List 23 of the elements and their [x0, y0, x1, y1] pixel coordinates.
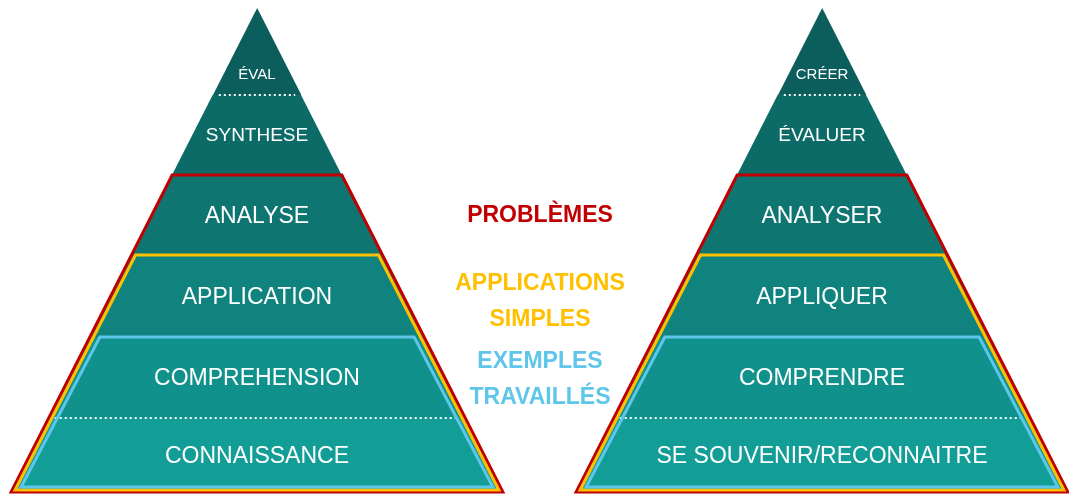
pyramid-layer: [212, 8, 302, 95]
layer-label: SE SOUVENIR/RECONNAITRE: [656, 440, 988, 470]
category-label: PROBLÈMES: [466, 199, 614, 229]
pyramid-layer: [696, 175, 948, 255]
layer-label: SYNTHESE: [205, 122, 309, 147]
layer-label: CONNAISSANCE: [164, 440, 349, 470]
layer-label: APPLICATION: [181, 281, 333, 311]
layer-label: ÉVAL: [238, 63, 276, 84]
layer-label: ÉVALUER: [778, 122, 866, 147]
pyramid-layer: [131, 175, 383, 255]
category-label: APPLICATIONS SIMPLES: [454, 268, 626, 333]
pyramid-layer: [654, 255, 990, 337]
pyramid-layer: [777, 8, 867, 95]
layer-label: APPLIQUER: [756, 281, 888, 311]
pyramid-layer: [737, 95, 907, 175]
layer-label: COMPREHENSION: [154, 363, 360, 393]
layer-label: CRÉER: [795, 63, 849, 84]
layer-label: ANALYSE: [204, 200, 310, 230]
layer-label: COMPRENDRE: [738, 363, 906, 393]
category-label: EXEMPLES TRAVAILLÉS: [468, 346, 612, 411]
pyramid-layer: [172, 95, 342, 175]
layer-label: ANALYSER: [761, 200, 883, 230]
pyramid-layer: [89, 255, 425, 337]
